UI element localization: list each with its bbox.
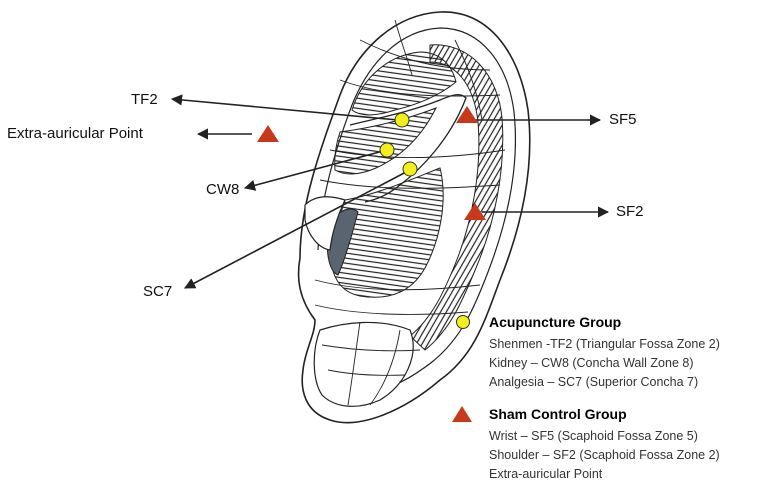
legend-acupuncture-title: Acupuncture Group [489, 314, 621, 330]
legend-acupuncture-line: Shenmen -TF2 (Triangular Fossa Zone 2) [489, 337, 720, 351]
label-sf2: SF2 [616, 203, 644, 220]
legend-sham-line: Extra-auricular Point [489, 467, 602, 481]
legend-acupuncture-line: Analgesia – SC7 (Superior Concha 7) [489, 375, 698, 389]
label-tf2: TF2 [131, 91, 158, 108]
legend-sham-line: Shoulder – SF2 (Scaphoid Fossa Zone 2) [489, 448, 720, 462]
label-extra-auricular: Extra-auricular Point [7, 125, 143, 142]
label-sf5: SF5 [609, 111, 637, 128]
label-cw8: CW8 [206, 181, 239, 198]
point-extra-triangle-icon [257, 125, 279, 142]
legend-acupuncture-line: Kidney – CW8 (Concha Wall Zone 8) [489, 356, 693, 370]
yellow-circle-icon [455, 314, 471, 330]
legend-sham-line: Wrist – SF5 (Scaphoid Fossa Zone 5) [489, 429, 698, 443]
point-tf2-circle-icon [395, 113, 409, 127]
red-triangle-icon [451, 405, 473, 423]
point-sc7-circle-icon [403, 162, 417, 176]
legend-sham-title: Sham Control Group [489, 406, 627, 422]
point-cw8-circle-icon [380, 143, 394, 157]
label-sc7: SC7 [143, 283, 172, 300]
